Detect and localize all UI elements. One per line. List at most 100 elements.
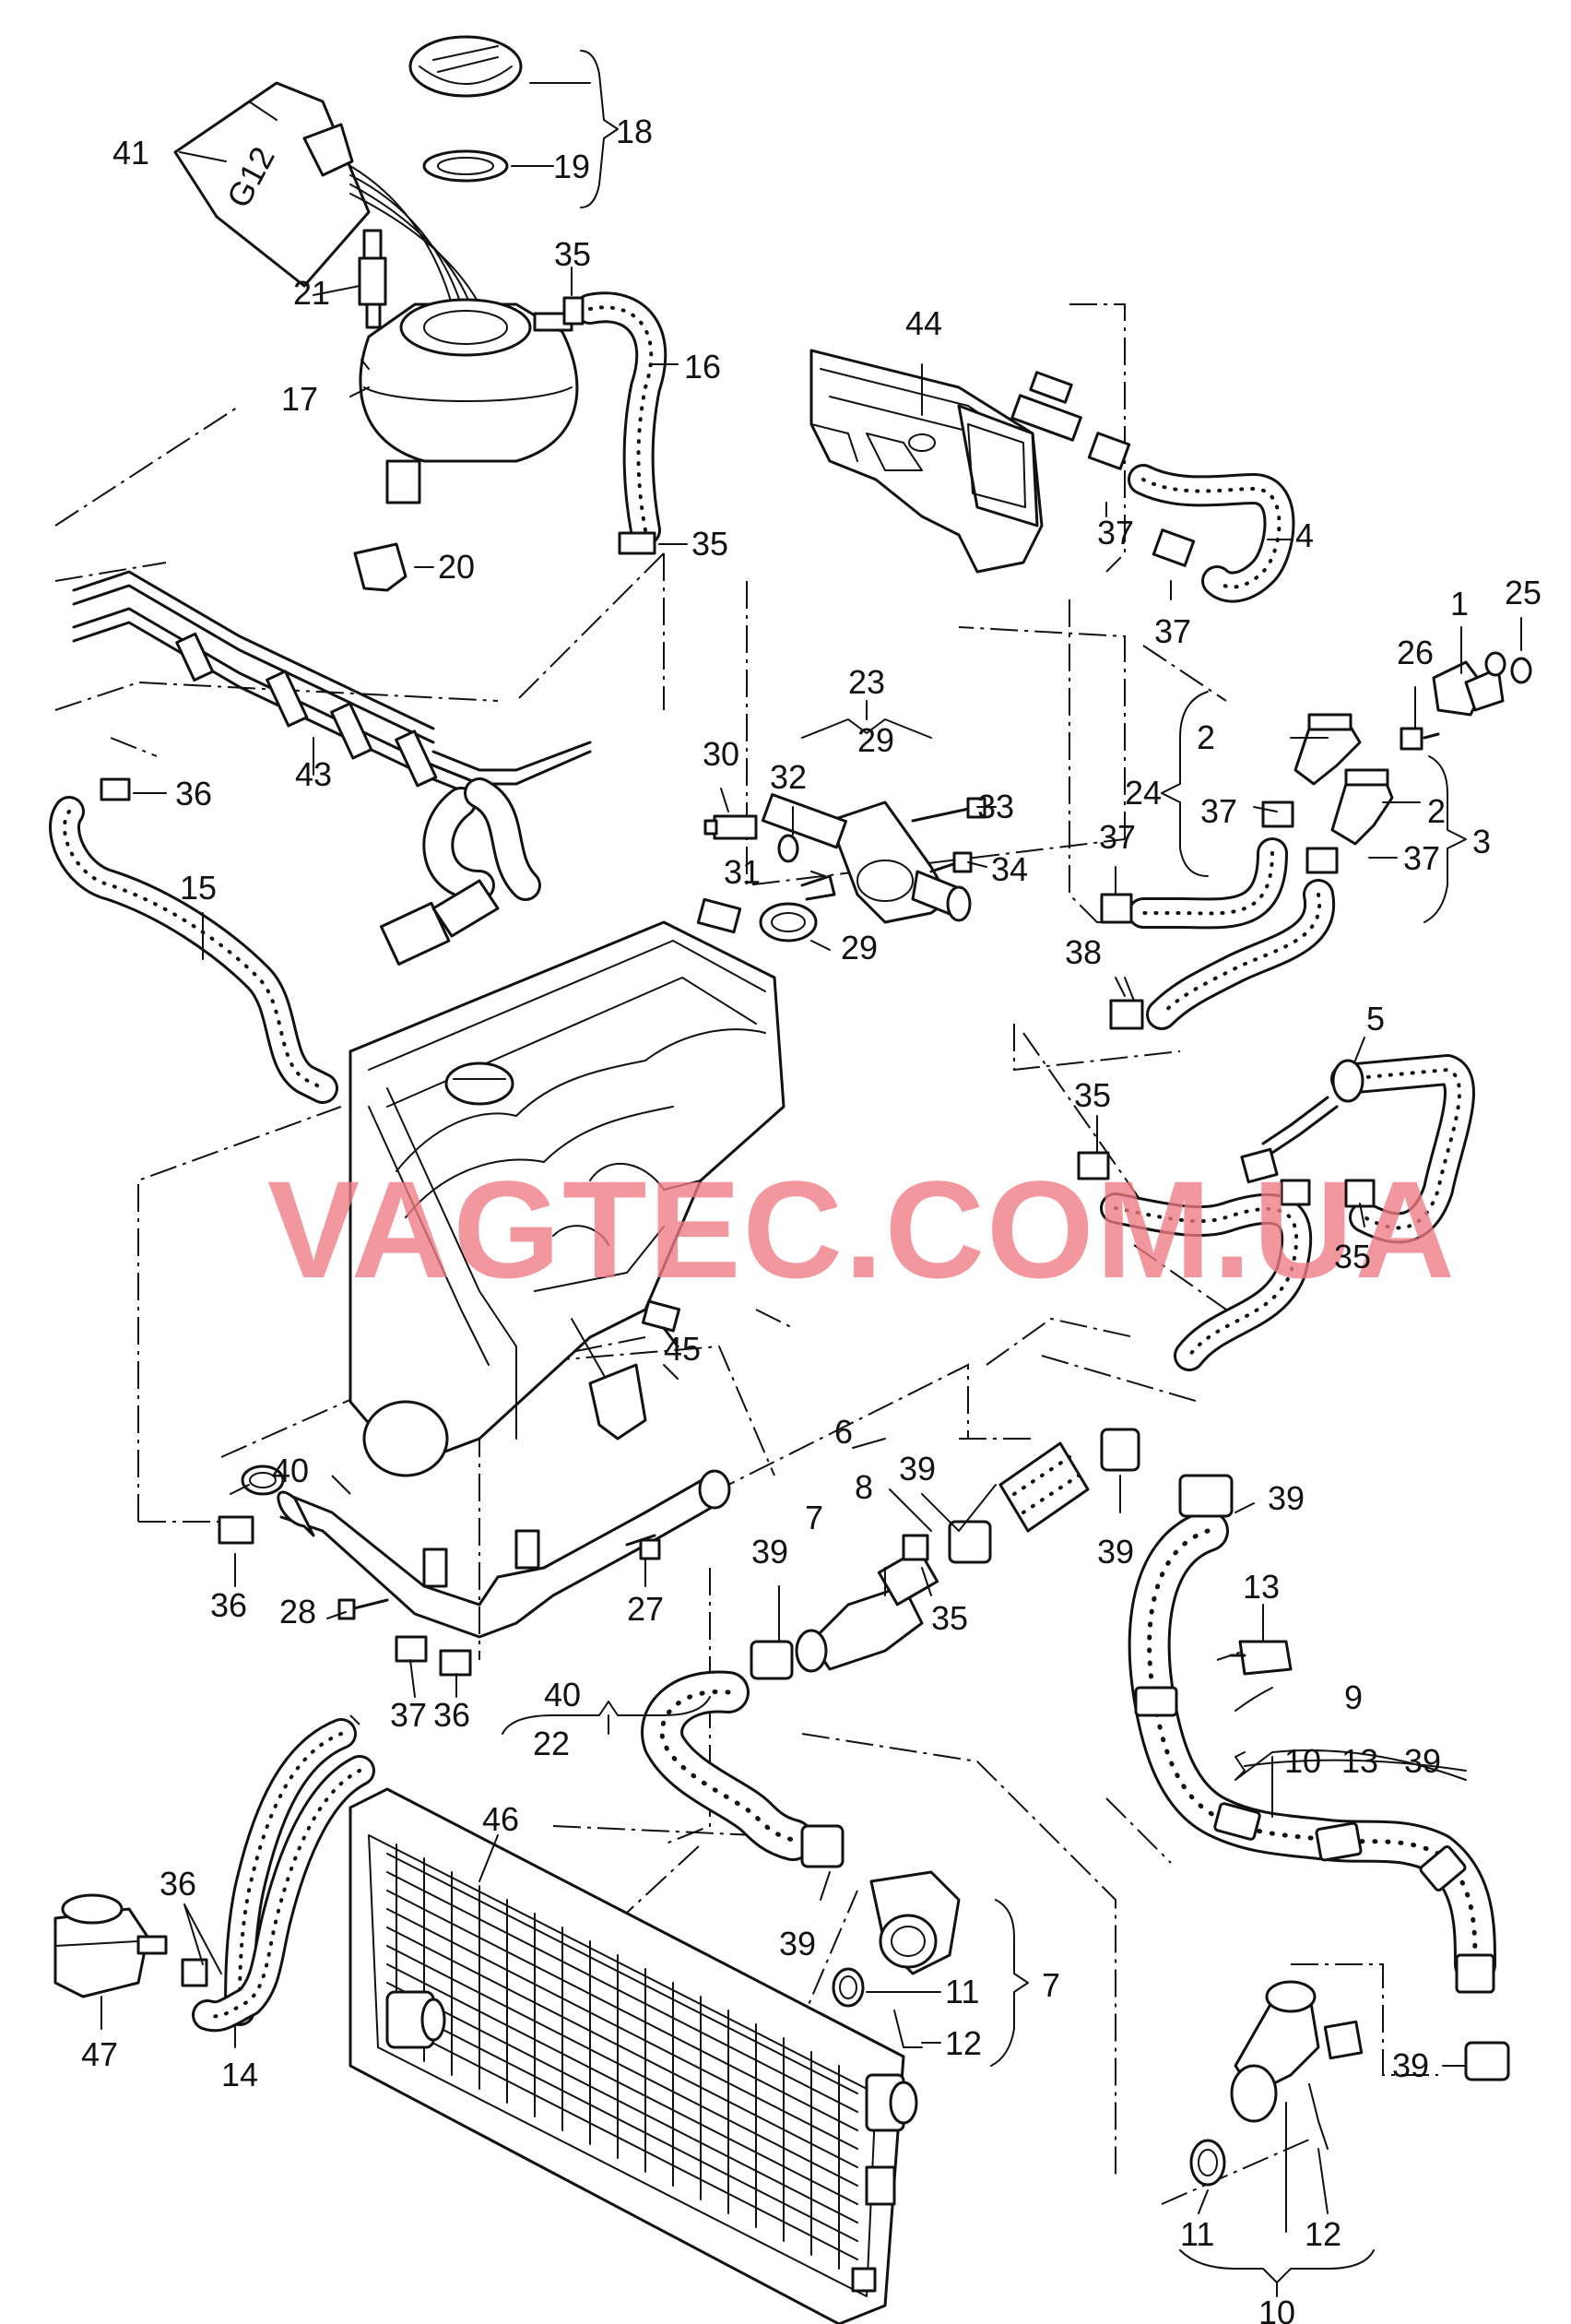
callout-10-a: 10 bbox=[1284, 1742, 1321, 1780]
hose-24 bbox=[1128, 837, 1288, 930]
callout-21: 21 bbox=[293, 274, 330, 312]
hose-16 bbox=[574, 291, 667, 546]
callout-5: 5 bbox=[1366, 1000, 1385, 1038]
callout-40-lower: 40 bbox=[544, 1676, 581, 1713]
callout-31: 31 bbox=[724, 853, 761, 891]
callout-23: 23 bbox=[848, 663, 885, 701]
pipe-stub-39a bbox=[696, 897, 742, 934]
hose-5 bbox=[1261, 1054, 1475, 1244]
callout-24: 24 bbox=[1125, 774, 1162, 812]
hose-9 bbox=[1128, 1510, 1496, 1994]
thermostat-flange bbox=[761, 793, 972, 924]
hose-clip-36-d bbox=[181, 1958, 208, 1987]
callout-labels: 41 18 19 21 35 16 17 35 20 44 4 37 37 1 … bbox=[81, 113, 1541, 2324]
hose-clip-39-f bbox=[800, 1824, 845, 1868]
callout-33: 33 bbox=[977, 788, 1014, 825]
callout-37-e: 37 bbox=[1403, 839, 1440, 877]
connector-8 bbox=[795, 1547, 939, 1673]
coolant-pipe-22 bbox=[277, 1469, 731, 1639]
callout-27: 27 bbox=[627, 1590, 664, 1628]
callout-15: 15 bbox=[180, 869, 217, 907]
expansion-tank bbox=[359, 298, 579, 504]
hose-clip-39-b bbox=[948, 1520, 992, 1564]
callout-47: 47 bbox=[81, 2035, 118, 2073]
reservoir-cap bbox=[408, 35, 523, 98]
callout-35-c: 35 bbox=[1074, 1076, 1111, 1114]
callout-9: 9 bbox=[1344, 1678, 1363, 1716]
connector-10 bbox=[1230, 1980, 1364, 2150]
hose-4 bbox=[1128, 464, 1295, 603]
callout-39-b: 39 bbox=[751, 1533, 788, 1571]
hose-6 bbox=[998, 1441, 1090, 1533]
callout-37-b: 37 bbox=[1154, 612, 1191, 650]
callout-39-a: 39 bbox=[899, 1450, 936, 1488]
callout-37-a: 37 bbox=[1097, 514, 1134, 551]
callout-43: 43 bbox=[295, 755, 332, 793]
elbow-2-lower bbox=[1330, 768, 1394, 846]
seal-40-upper bbox=[241, 1464, 285, 1496]
callout-7-upper: 7 bbox=[805, 1499, 823, 1536]
callout-37-c: 37 bbox=[1200, 792, 1237, 830]
hose-clip-37-c bbox=[1261, 800, 1294, 828]
seal-32 bbox=[777, 834, 799, 863]
callout-35-e: 35 bbox=[931, 1599, 968, 1637]
callout-39-e: 39 bbox=[1404, 1742, 1441, 1780]
callout-39-g: 39 bbox=[1392, 2046, 1429, 2084]
callout-32: 32 bbox=[770, 758, 807, 796]
callout-20: 20 bbox=[438, 548, 475, 586]
callout-12-a: 12 bbox=[945, 2024, 982, 2062]
engine-block bbox=[348, 920, 786, 1477]
hose-clip-35-top bbox=[562, 296, 585, 326]
callout-14: 14 bbox=[221, 2056, 258, 2093]
cap-seal-ring bbox=[422, 149, 509, 183]
callout-36-a: 36 bbox=[175, 775, 212, 812]
hose-clip-37-a bbox=[1087, 432, 1131, 470]
seal-11-right bbox=[1189, 2139, 1226, 2187]
callout-36-d: 36 bbox=[159, 1865, 196, 1903]
hose-clip-35-d bbox=[1240, 1147, 1311, 1206]
callout-4: 4 bbox=[1295, 516, 1314, 554]
hose-clip-39-c bbox=[1100, 1428, 1140, 1472]
callout-36-b: 36 bbox=[210, 1586, 247, 1624]
callout-26: 26 bbox=[1397, 634, 1434, 671]
watermark-text: VAGTEC.COM.UA bbox=[267, 1152, 1457, 1307]
callout-44: 44 bbox=[905, 304, 942, 342]
retaining-clip bbox=[353, 542, 408, 592]
callout-1: 1 bbox=[1450, 585, 1469, 622]
pipe-bundle bbox=[72, 570, 592, 966]
guide-lines bbox=[54, 303, 1438, 2205]
callout-6: 6 bbox=[834, 1413, 853, 1451]
callout-39-c: 39 bbox=[1097, 1533, 1134, 1571]
callout-13-a: 13 bbox=[1243, 1568, 1280, 1606]
callout-12-b: 12 bbox=[1305, 2215, 1341, 2253]
callout-11-a: 11 bbox=[945, 1973, 979, 2010]
sensor-30 bbox=[703, 814, 758, 840]
callout-37-d: 37 bbox=[1099, 818, 1136, 856]
radiator bbox=[348, 1787, 918, 2324]
wiring-harness bbox=[349, 165, 480, 305]
hose-15 bbox=[49, 777, 338, 1104]
seal-11-left bbox=[832, 1967, 865, 2008]
hose-clip-39-d bbox=[1178, 1474, 1234, 1518]
callout-39-f: 39 bbox=[779, 1925, 816, 1962]
callout-11-b: 11 bbox=[1180, 2215, 1214, 2253]
heater-core bbox=[809, 349, 1082, 574]
bolt-27 bbox=[625, 1534, 661, 1560]
coolant-level-sender bbox=[358, 229, 387, 329]
hose-clip-39-a bbox=[750, 1640, 794, 1680]
hose-clip-35-e bbox=[1344, 1179, 1376, 1208]
elbow-7-lower bbox=[869, 1870, 961, 1975]
bolt-33 bbox=[911, 797, 986, 823]
hose-clip-36-b bbox=[218, 1515, 254, 1545]
callout-35-tank: 35 bbox=[691, 525, 728, 563]
callout-46: 46 bbox=[482, 1800, 519, 1838]
callout-40-upper: 40 bbox=[272, 1452, 309, 1489]
hose-clip-37-d bbox=[1305, 847, 1339, 874]
clip-31 bbox=[800, 874, 836, 901]
hose-clip-35-c bbox=[1077, 1151, 1110, 1180]
callout-28: 28 bbox=[279, 1593, 316, 1630]
callout-13-b: 13 bbox=[1341, 1742, 1378, 1780]
o-ring-25 bbox=[1484, 651, 1532, 684]
